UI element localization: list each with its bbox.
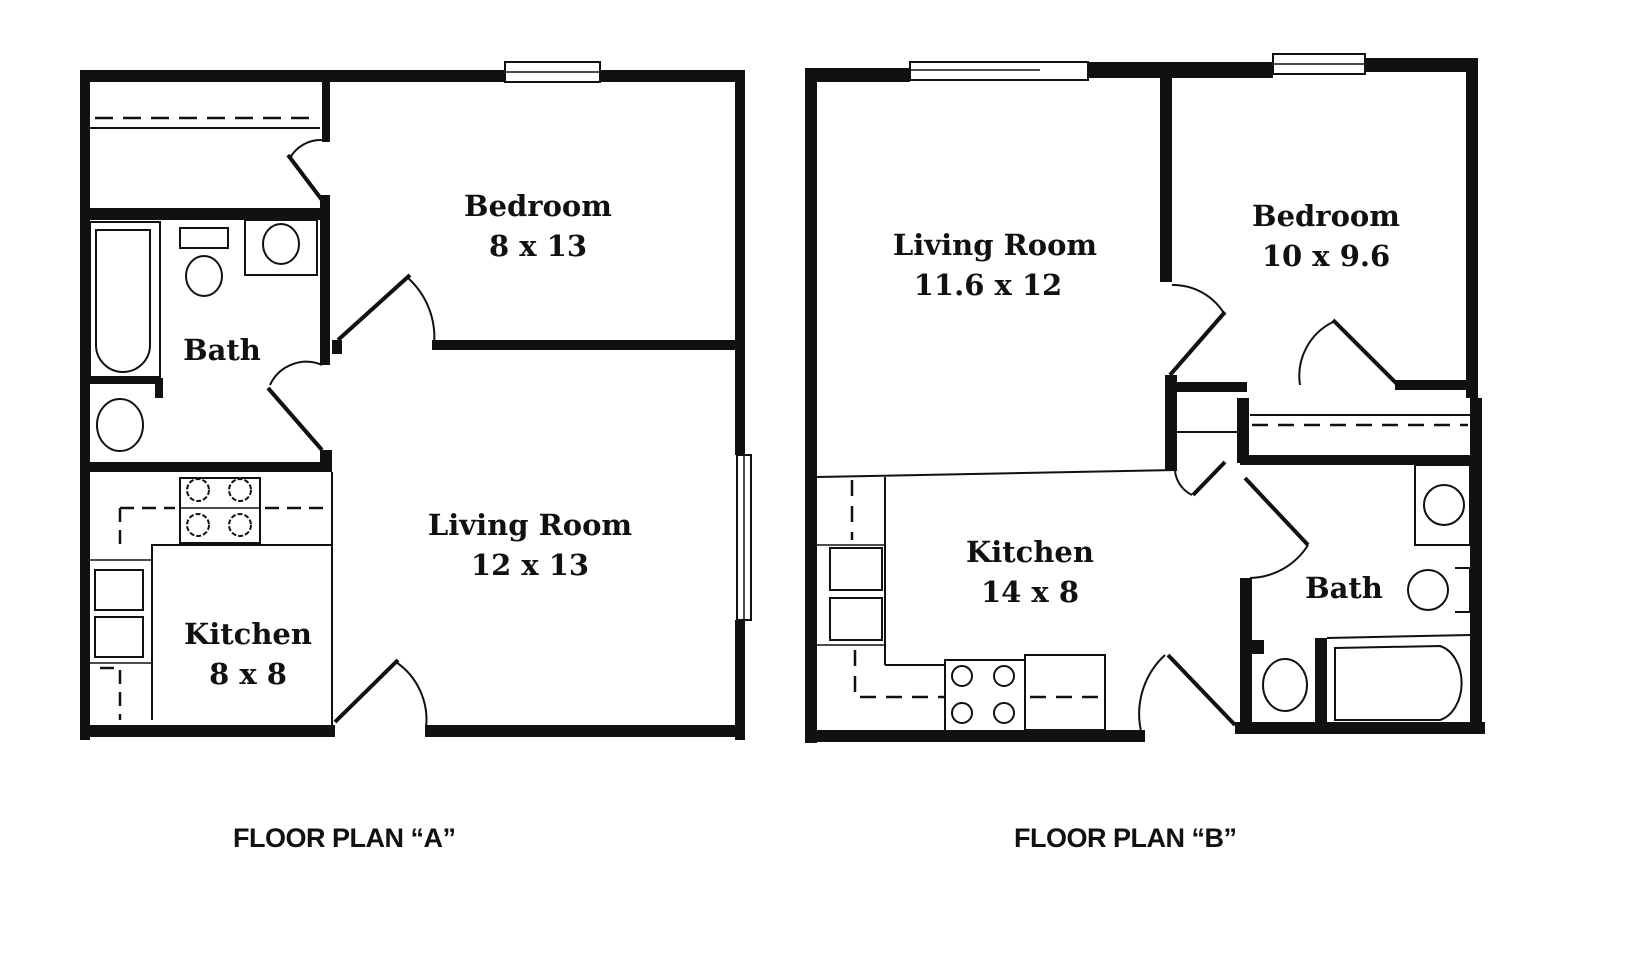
- floor-plan-a: Bedroom 8 x 13 Bath Living Room 12 x 13 …: [0, 0, 800, 960]
- floor-plan-b-caption: FLOOR PLAN “B”: [1014, 823, 1237, 853]
- room-label-bedroom: Bedroom 8 x 13: [464, 186, 612, 266]
- floor-plan-a-caption: FLOOR PLAN “A”: [233, 823, 456, 853]
- room-size: 12 x 13: [470, 548, 590, 582]
- room-name: Bath: [183, 333, 261, 367]
- room-size: 11.6 x 12: [913, 268, 1063, 302]
- room-name: Kitchen: [966, 535, 1094, 569]
- room-label-bath: Bath: [1305, 568, 1383, 608]
- room-label-living-room: Living Room 11.6 x 12: [893, 225, 1097, 305]
- room-size: 14 x 8: [980, 575, 1080, 609]
- room-label-kitchen: Kitchen 8 x 8: [184, 614, 312, 694]
- room-label-kitchen: Kitchen 14 x 8: [966, 532, 1094, 612]
- room-name: Kitchen: [184, 617, 312, 651]
- room-name: Living Room: [892, 228, 1098, 262]
- room-name: Bedroom: [464, 189, 612, 223]
- floor-plan-b-drawing: [805, 53, 1485, 743]
- floor-plan-a-drawing: [80, 61, 752, 740]
- room-size: 10 x 9.6: [1261, 239, 1391, 273]
- room-size: 8 x 8: [209, 657, 287, 691]
- room-size: 8 x 13: [488, 229, 588, 263]
- room-name: Bedroom: [1252, 199, 1400, 233]
- room-label-living-room: Living Room 12 x 13: [428, 505, 632, 585]
- room-name: Living Room: [427, 508, 633, 542]
- room-label-bath: Bath: [183, 330, 261, 370]
- room-name: Bath: [1305, 571, 1383, 605]
- room-label-bedroom: Bedroom 10 x 9.6: [1252, 196, 1400, 276]
